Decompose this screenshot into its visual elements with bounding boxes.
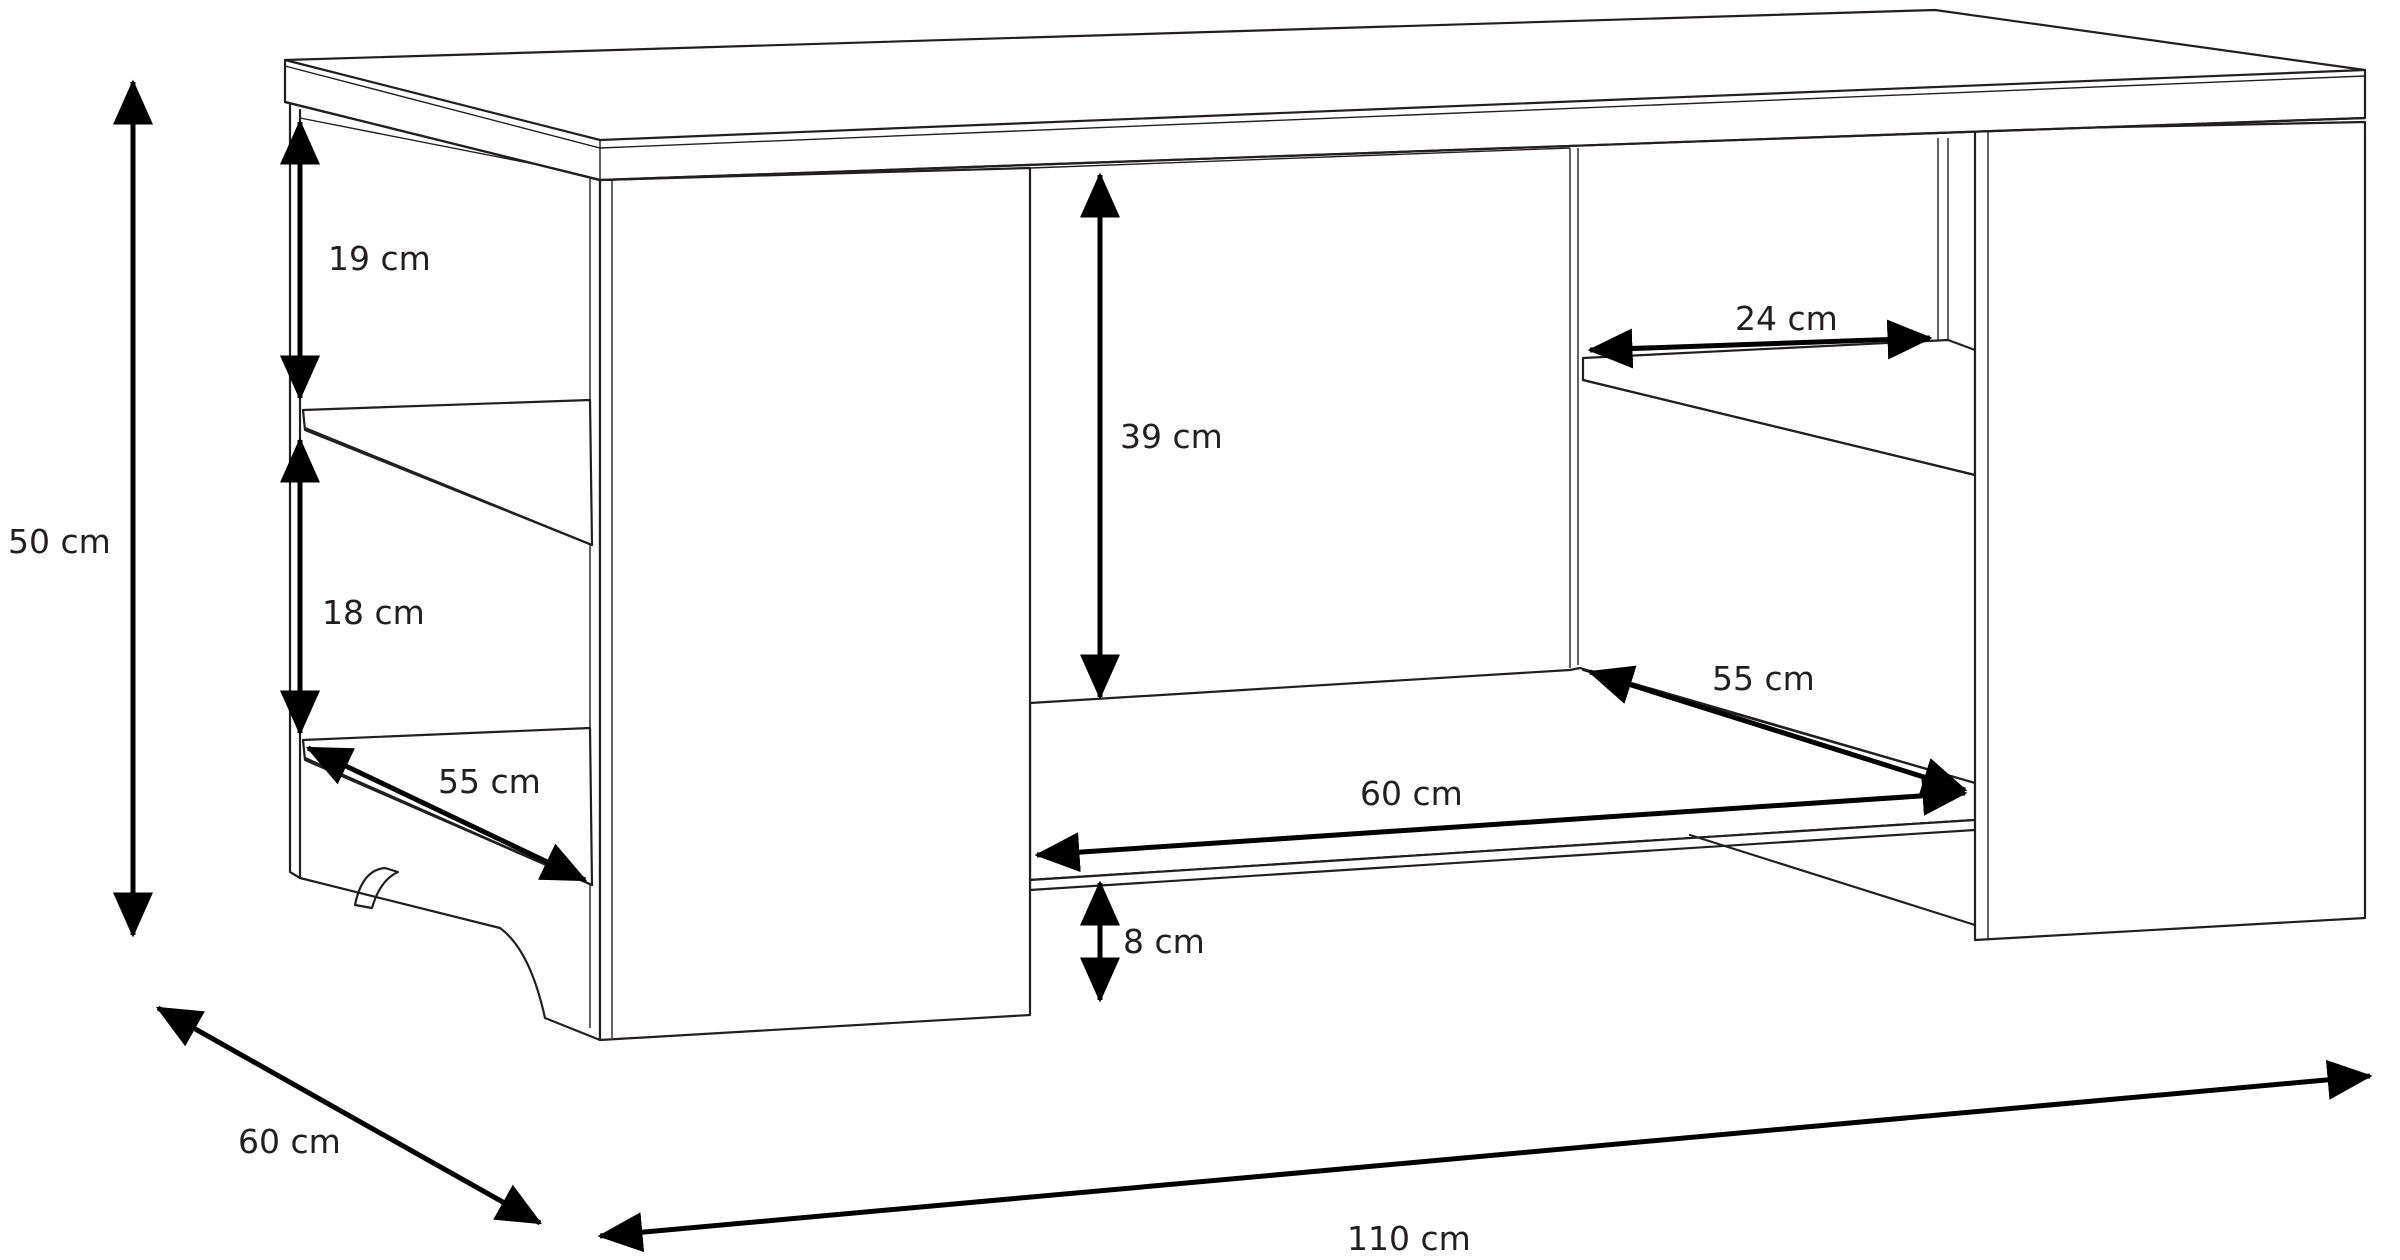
dimension-lines [113, 79, 2373, 1253]
dimension-labels: 50 cm 60 cm 110 cm 19 cm 18 cm 55 cm 39 … [8, 239, 1838, 1258]
upper-shelf-height-label: 19 cm [328, 239, 431, 278]
total-depth-label: 60 cm [238, 1122, 341, 1161]
total-width-label: 110 cm [1347, 1219, 1471, 1258]
coffee-table-drawing [283, 8, 2367, 1042]
side-shelf-depth-label: 55 cm [438, 762, 541, 801]
center-width-arrow [1034, 775, 1968, 873]
right-shelf-width-label: 24 cm [1735, 299, 1838, 338]
center-depth-arrow [1587, 665, 1968, 797]
total-height-label: 50 cm [8, 522, 111, 561]
center-width-label: 60 cm [1360, 774, 1463, 813]
floor-clearance-label: 8 cm [1123, 922, 1205, 961]
total-depth-arrow [155, 1005, 543, 1226]
front-panels [598, 120, 2367, 1042]
total-width-arrow [597, 1059, 2373, 1253]
right-shelf-width-arrow [1587, 319, 1933, 369]
side-shelf-depth-arrow [305, 745, 588, 883]
center-compartment [1028, 147, 1977, 927]
lower-shelf-height-label: 18 cm [322, 593, 425, 632]
center-depth-label: 55 cm [1712, 659, 1815, 698]
table-top [283, 8, 2367, 182]
center-height-label: 39 cm [1120, 417, 1223, 456]
